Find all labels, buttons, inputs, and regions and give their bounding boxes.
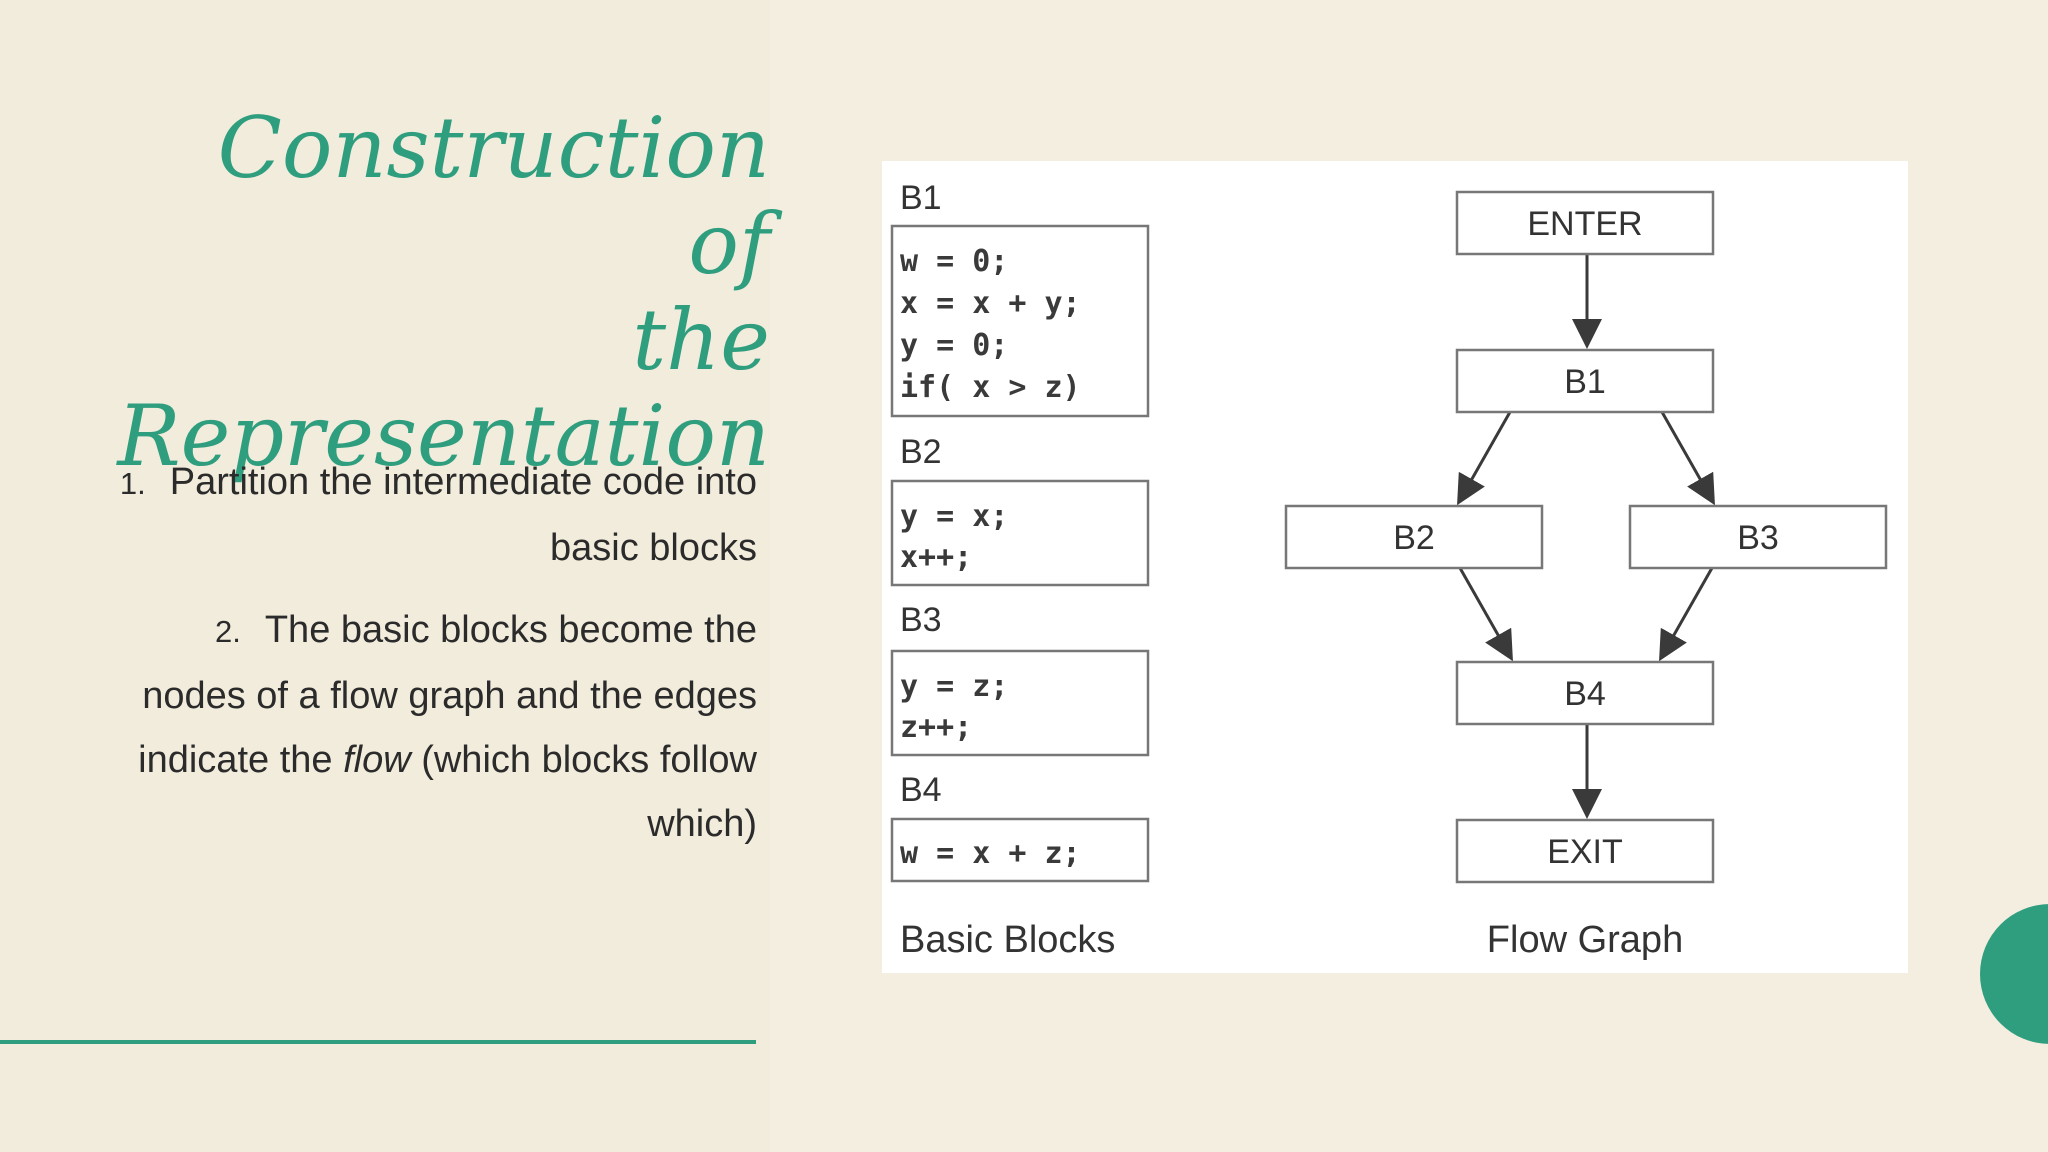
node-b4-label: B4 (1564, 675, 1606, 713)
code-line: if( x > z) (900, 370, 1081, 405)
block-label-b3: B3 (900, 601, 942, 639)
accent-divider (0, 1040, 756, 1044)
block-label-b4: B4 (900, 771, 942, 809)
caption-flow-graph: Flow Graph (1487, 919, 1683, 961)
block-b4-box (890, 817, 1150, 883)
block-label-b2: B2 (900, 433, 942, 471)
edge-b3-b4 (1659, 567, 1714, 662)
list-item: 2.The basic blocks become the nodes of a… (110, 598, 757, 856)
left-panel (0, 0, 770, 1152)
flow-graph-figure: B1 w = 0; x = x + y; y = 0; if( x > z) B… (882, 161, 1908, 973)
code-line: y = z; (900, 669, 1008, 704)
block-label-b1: B1 (900, 179, 942, 217)
figure-svg: B1 w = 0; x = x + y; y = 0; if( x > z) B… (890, 179, 1888, 961)
list-emphasis: flow (343, 739, 411, 781)
code-line: x++; (900, 540, 972, 575)
code-line: w = 0; (900, 244, 1008, 279)
node-enter-box (1455, 190, 1715, 256)
node-b3-box (1628, 504, 1888, 570)
list-text: (which blocks follow which) (410, 739, 757, 845)
node-exit-box (1455, 818, 1715, 884)
block-b1-box (890, 224, 1150, 418)
node-b4-box (1455, 660, 1715, 726)
edge-b1-b3 (1660, 411, 1715, 506)
edge-b2-b4 (1458, 567, 1513, 662)
title-line: Representation (117, 387, 770, 485)
node-b2-box (1284, 504, 1544, 570)
list-text: The basic blocks become the nodes of a f… (138, 609, 757, 781)
code-line: z++; (900, 710, 972, 745)
edge-b1-b2 (1457, 411, 1512, 506)
code-line: y = 0; (900, 328, 1008, 363)
code-line: y = x; (900, 499, 1008, 534)
list-text: Partition the intermediate code into bas… (169, 461, 757, 569)
list-item: 1. Partition the intermediate code into b… (110, 450, 757, 580)
list-number: 2. (214, 614, 241, 649)
code-line: x = x + y; (900, 286, 1081, 321)
node-b2-label: B2 (1393, 519, 1435, 557)
accent-circle (1980, 904, 2048, 1044)
node-exit-label: EXIT (1547, 833, 1623, 871)
block-b2-box (890, 479, 1150, 587)
slide-title: Construction of the Representation (110, 100, 770, 484)
code-line: w = x + z; (900, 836, 1081, 871)
caption-basic-blocks: Basic Blocks (900, 919, 1115, 961)
block-b3-box (890, 649, 1150, 757)
node-b3-label: B3 (1737, 519, 1779, 557)
list-number: 1. (119, 466, 146, 501)
steps-list: 1. Partition the intermediate code into b… (110, 450, 757, 874)
node-b1-label: B1 (1564, 363, 1606, 401)
node-b1-box (1455, 348, 1715, 414)
title-line: Construction of (217, 99, 770, 293)
node-enter-label: ENTER (1527, 205, 1642, 243)
title-line: the (632, 291, 770, 389)
